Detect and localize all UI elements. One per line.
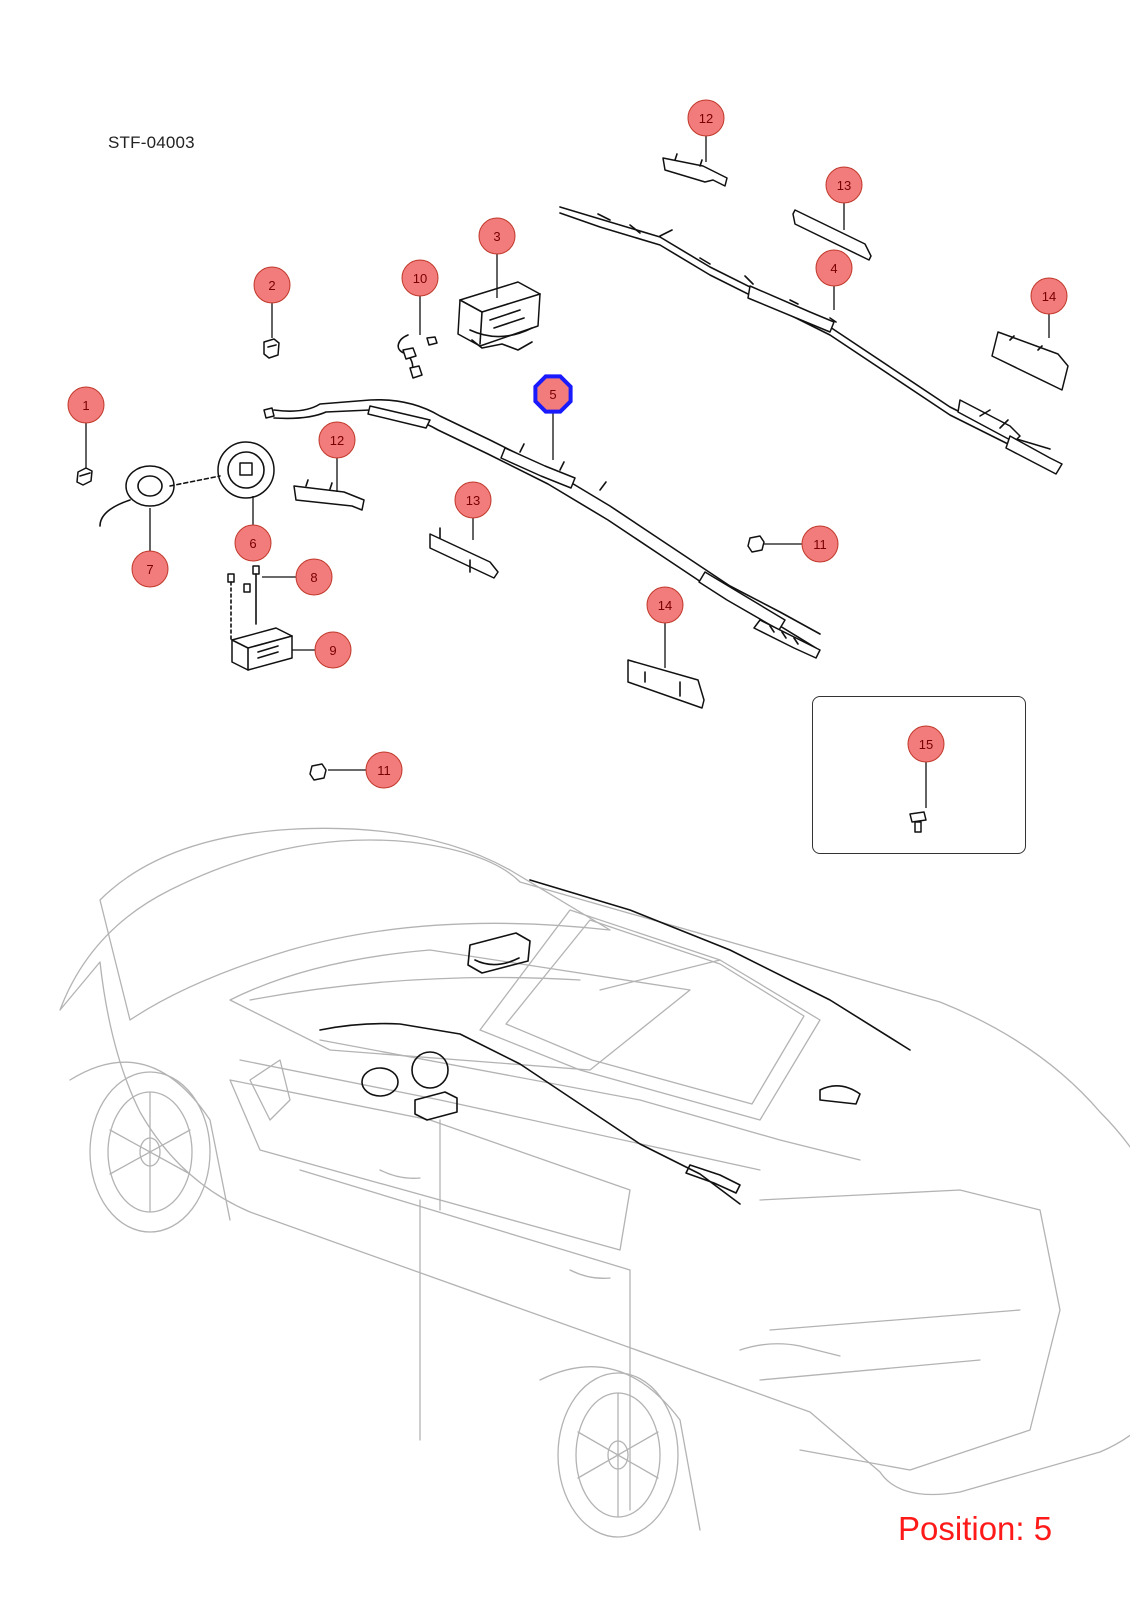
callout-circle [825, 166, 863, 204]
callout-number: 2 [268, 278, 275, 293]
callout-number: 12 [330, 433, 344, 448]
part-4-right-curtain-airbag[interactable] [559, 206, 1063, 475]
part-14-trim-lower[interactable] [627, 659, 705, 709]
callout-13a[interactable]: 13 [825, 166, 863, 204]
callout-11b[interactable]: 11 [365, 751, 403, 789]
callout-circle [234, 524, 272, 562]
part-9-control-module[interactable] [231, 627, 293, 671]
callout-number: 14 [658, 598, 672, 613]
callout-8[interactable]: 8 [295, 558, 333, 596]
callout-circle [401, 259, 439, 297]
callout-7[interactable]: 7 [131, 550, 169, 588]
part-3-passenger-airbag[interactable] [457, 281, 541, 351]
callout-circle [67, 386, 105, 424]
part-10-harness[interactable] [397, 334, 438, 379]
callout-circle [454, 481, 492, 519]
callout-circle [1030, 277, 1068, 315]
callout-number: 4 [830, 261, 837, 276]
callout-number: 14 [1042, 289, 1056, 304]
callout-number: 6 [249, 536, 256, 551]
callout-circle [314, 631, 352, 669]
part-11-clip-lower[interactable] [309, 763, 327, 781]
part-5-left-curtain-airbag[interactable] [263, 399, 821, 659]
callout-circle [318, 421, 356, 459]
part-11-clip-upper[interactable] [747, 535, 765, 553]
part-7-clock-spring[interactable] [99, 465, 221, 527]
document-id: STF-04003 [108, 133, 195, 152]
callout-11a[interactable]: 11 [801, 525, 839, 563]
callout-number: 8 [310, 570, 317, 585]
callout-circle [365, 751, 403, 789]
part-13-trim-upper[interactable] [792, 209, 872, 261]
callout-circle [801, 525, 839, 563]
part-14-trim-right[interactable] [991, 331, 1069, 391]
callout-6[interactable]: 6 [234, 524, 272, 562]
callout-circle [295, 558, 333, 596]
vehicle-installed-components [319, 879, 911, 1205]
callout-14b[interactable]: 14 [646, 586, 684, 624]
callout-number: 15 [919, 737, 933, 752]
callout-number: 7 [146, 562, 153, 577]
callout-number: 1 [82, 398, 89, 413]
callout-number: 3 [493, 229, 500, 244]
callout-circle [687, 99, 725, 137]
callout-4[interactable]: 4 [815, 249, 853, 287]
callout-15[interactable]: 15 [907, 725, 945, 763]
callout-number: 10 [413, 271, 427, 286]
callout-circle [253, 266, 291, 304]
selected-callout-ring [533, 374, 573, 414]
part-12-bracket-lower[interactable] [293, 479, 365, 511]
parts-group [76, 153, 1069, 833]
callout-number: 11 [377, 763, 391, 778]
callout-9[interactable]: 9 [314, 631, 352, 669]
part-12-bracket-upper[interactable] [662, 153, 728, 187]
part-6-driver-airbag[interactable] [217, 441, 275, 499]
inset-detail-box [812, 696, 1026, 854]
callout-circle [131, 550, 169, 588]
callout-5[interactable]: 5 [533, 374, 573, 414]
callout-3[interactable]: 3 [478, 217, 516, 255]
part-2-connector[interactable] [263, 338, 280, 359]
callout-13b[interactable]: 13 [454, 481, 492, 519]
callout-1[interactable]: 1 [67, 386, 105, 424]
part-13-trim-lower[interactable] [429, 527, 499, 579]
part-15-bolt[interactable] [909, 811, 927, 833]
callout-circle [907, 725, 945, 763]
callout-14a[interactable]: 14 [1030, 277, 1068, 315]
vehicle-outline [59, 827, 1130, 1538]
callout-number: 11 [813, 537, 827, 552]
callout-number: 13 [837, 178, 851, 193]
callout-10[interactable]: 10 [401, 259, 439, 297]
callout-number: 13 [466, 493, 480, 508]
part-8-screws[interactable] [227, 565, 260, 643]
position-label: Position: 5 [898, 1510, 1053, 1547]
callout-2[interactable]: 2 [253, 266, 291, 304]
part-1-clip[interactable] [76, 467, 93, 486]
callout-number: 9 [329, 643, 336, 658]
callout-number: 12 [699, 111, 713, 126]
callout-circle [815, 249, 853, 287]
callout-circle [478, 217, 516, 255]
callout-number: 5 [549, 387, 556, 402]
callout-12a[interactable]: 12 [687, 99, 725, 137]
callout-12b[interactable]: 12 [318, 421, 356, 459]
callout-circle [646, 586, 684, 624]
